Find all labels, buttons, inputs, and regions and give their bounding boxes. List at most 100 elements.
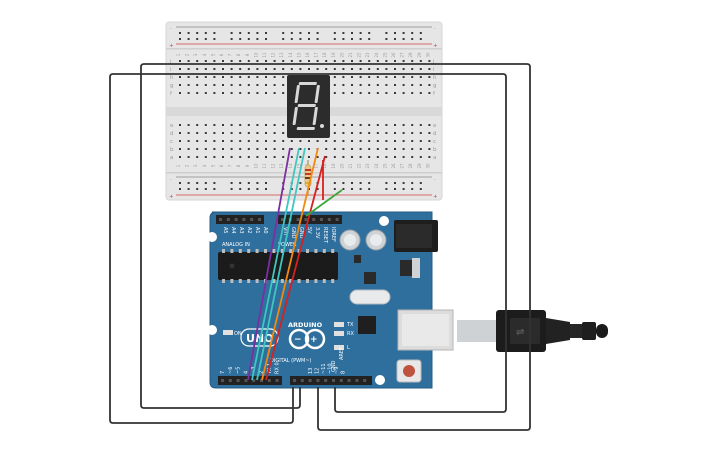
terminal-hole[interactable] <box>342 156 345 158</box>
terminal-hole[interactable] <box>239 156 242 158</box>
rail-hole[interactable] <box>385 188 388 190</box>
header-digital-left[interactable] <box>218 376 282 385</box>
terminal-hole[interactable] <box>299 68 302 70</box>
wires[interactable] <box>109 63 531 431</box>
terminal-hole[interactable] <box>204 84 207 86</box>
terminal-hole[interactable] <box>256 84 259 86</box>
terminal-hole[interactable] <box>204 124 207 126</box>
rail-hole[interactable] <box>342 32 345 34</box>
terminal-hole[interactable] <box>179 76 181 78</box>
rail-hole[interactable] <box>368 32 371 34</box>
rail-hole[interactable] <box>187 32 190 34</box>
terminal-hole[interactable] <box>351 124 353 126</box>
terminal-hole[interactable] <box>299 60 302 62</box>
terminal-hole[interactable] <box>230 124 233 126</box>
terminal-hole[interactable] <box>213 156 216 158</box>
terminal-hole[interactable] <box>316 140 319 142</box>
rail-hole[interactable] <box>256 182 259 184</box>
terminal-hole[interactable] <box>213 60 216 62</box>
rail-hole[interactable] <box>299 38 302 40</box>
terminal-hole[interactable] <box>256 92 259 94</box>
terminal-hole[interactable] <box>239 92 242 94</box>
terminal-hole[interactable] <box>342 132 345 134</box>
terminal-hole[interactable] <box>187 148 190 150</box>
terminal-hole[interactable] <box>256 60 259 62</box>
header-pin[interactable] <box>335 218 339 221</box>
rail-hole[interactable] <box>342 188 345 190</box>
terminal-hole[interactable] <box>230 68 233 70</box>
terminal-hole[interactable] <box>351 84 353 86</box>
rail-hole[interactable] <box>256 188 259 190</box>
header-pin[interactable] <box>308 379 312 382</box>
header-pin[interactable] <box>293 379 296 382</box>
rail-hole[interactable] <box>204 38 207 40</box>
rail-hole[interactable] <box>196 188 199 190</box>
terminal-hole[interactable] <box>333 156 336 158</box>
terminal-hole[interactable] <box>402 68 405 70</box>
rail-hole[interactable] <box>368 188 371 190</box>
terminal-hole[interactable] <box>325 140 328 142</box>
rail-hole[interactable] <box>247 182 250 184</box>
terminal-hole[interactable] <box>351 132 353 134</box>
terminal-hole[interactable] <box>179 140 181 142</box>
terminal-hole[interactable] <box>376 76 379 78</box>
terminal-hole[interactable] <box>239 60 242 62</box>
header-pin[interactable] <box>236 379 240 382</box>
terminal-hole[interactable] <box>273 148 276 150</box>
terminal-hole[interactable] <box>282 60 285 62</box>
terminal-hole[interactable] <box>411 68 414 70</box>
rail-hole[interactable] <box>385 38 388 40</box>
wire-green[interactable] <box>305 189 343 217</box>
rail-hole[interactable] <box>333 182 336 184</box>
terminal-hole[interactable] <box>333 124 336 126</box>
header-pin[interactable] <box>242 218 246 221</box>
header-power[interactable] <box>278 215 342 224</box>
terminal-hole[interactable] <box>368 124 371 126</box>
terminal-hole[interactable] <box>230 156 233 158</box>
terminal-hole[interactable] <box>213 92 216 94</box>
terminal-hole[interactable] <box>222 156 224 158</box>
terminal-hole[interactable] <box>187 68 190 70</box>
header-digital-right[interactable] <box>290 376 372 385</box>
rail-hole[interactable] <box>247 188 250 190</box>
rail-hole[interactable] <box>359 38 362 40</box>
terminal-hole[interactable] <box>222 132 224 134</box>
rail-hole[interactable] <box>316 32 319 34</box>
header-pin[interactable] <box>275 379 279 382</box>
header-pin[interactable] <box>296 218 300 221</box>
header-pin[interactable] <box>312 218 316 221</box>
terminal-hole[interactable] <box>299 156 302 158</box>
terminal-hole[interactable] <box>316 68 319 70</box>
terminal-hole[interactable] <box>265 92 267 94</box>
terminal-hole[interactable] <box>385 124 388 126</box>
header-pin[interactable] <box>363 379 367 382</box>
rail-hole[interactable] <box>419 38 422 40</box>
rail-hole[interactable] <box>419 32 422 34</box>
terminal-hole[interactable] <box>385 60 388 62</box>
terminal-hole[interactable] <box>222 124 224 126</box>
terminal-hole[interactable] <box>359 148 362 150</box>
terminal-hole[interactable] <box>204 76 207 78</box>
terminal-hole[interactable] <box>265 68 267 70</box>
terminal-hole[interactable] <box>325 156 328 158</box>
rail-hole[interactable] <box>299 182 302 184</box>
wire-black-inner[interactable] <box>109 73 507 424</box>
terminal-hole[interactable] <box>428 140 431 142</box>
terminal-hole[interactable] <box>230 76 233 78</box>
rail-hole[interactable] <box>265 188 267 190</box>
terminal-hole[interactable] <box>333 68 336 70</box>
terminal-hole[interactable] <box>342 124 345 126</box>
rail-hole[interactable] <box>213 38 216 40</box>
terminal-hole[interactable] <box>179 84 181 86</box>
rail-hole[interactable] <box>411 32 414 34</box>
terminal-hole[interactable] <box>282 76 285 78</box>
terminal-hole[interactable] <box>351 140 353 142</box>
terminal-hole[interactable] <box>273 92 276 94</box>
terminal-hole[interactable] <box>428 60 431 62</box>
rail-hole[interactable] <box>265 32 267 34</box>
terminal-hole[interactable] <box>222 60 224 62</box>
terminal-hole[interactable] <box>368 140 371 142</box>
terminal-hole[interactable] <box>376 140 379 142</box>
terminal-hole[interactable] <box>213 132 216 134</box>
usb-connector[interactable]: ⇌ <box>397 309 608 352</box>
